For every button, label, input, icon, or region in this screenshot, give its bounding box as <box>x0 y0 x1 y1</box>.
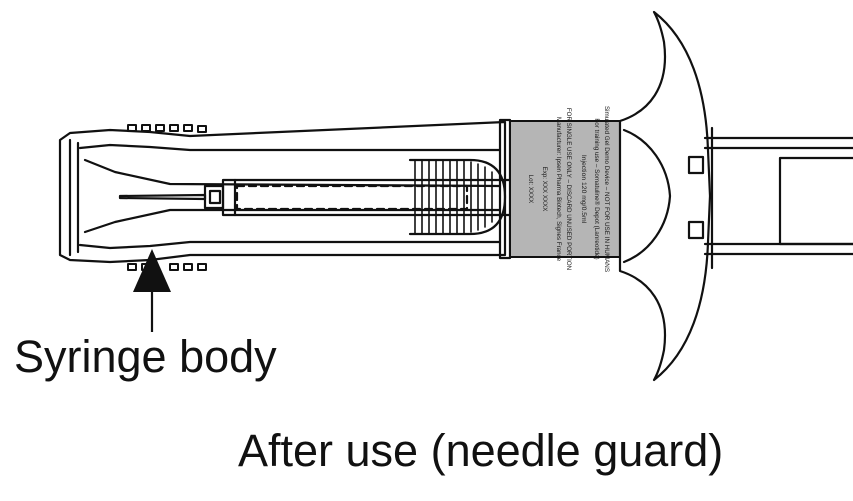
label-line: For training use – Somatuline® Depot (La… <box>593 118 601 259</box>
label-line: FOR SINGLE USE ONLY – DISCARD UNUSED POR… <box>565 108 572 270</box>
gel-dashed-region <box>237 186 467 209</box>
needle <box>120 195 205 199</box>
label-line: Manufacturer: Ipsen Pharma Biotech, Sign… <box>555 117 562 262</box>
guard-inner-contour <box>80 145 500 150</box>
label-line: Exp: XXX XXXX <box>541 167 548 212</box>
plunger-rod-window <box>780 158 853 244</box>
syringe-body-label: Syringe body <box>14 334 277 379</box>
finger-flange <box>620 12 710 380</box>
guard-inner-contour <box>85 160 500 186</box>
figure-caption: After use (needle guard) <box>238 428 723 473</box>
guard-inner-contour <box>80 242 500 248</box>
hub-collar <box>210 191 220 203</box>
label-line: Lot: XXXX <box>527 175 534 204</box>
barrel-bottom-markings <box>128 264 206 270</box>
guard-inner-contour <box>85 210 500 232</box>
label-line: Injection 120 mg/0.5ml <box>580 155 587 224</box>
label-line: Simulated Gel Demo Device – NOT FOR USE … <box>603 106 610 272</box>
chamber-ribs <box>415 160 492 234</box>
callout-arrowhead <box>133 249 171 292</box>
